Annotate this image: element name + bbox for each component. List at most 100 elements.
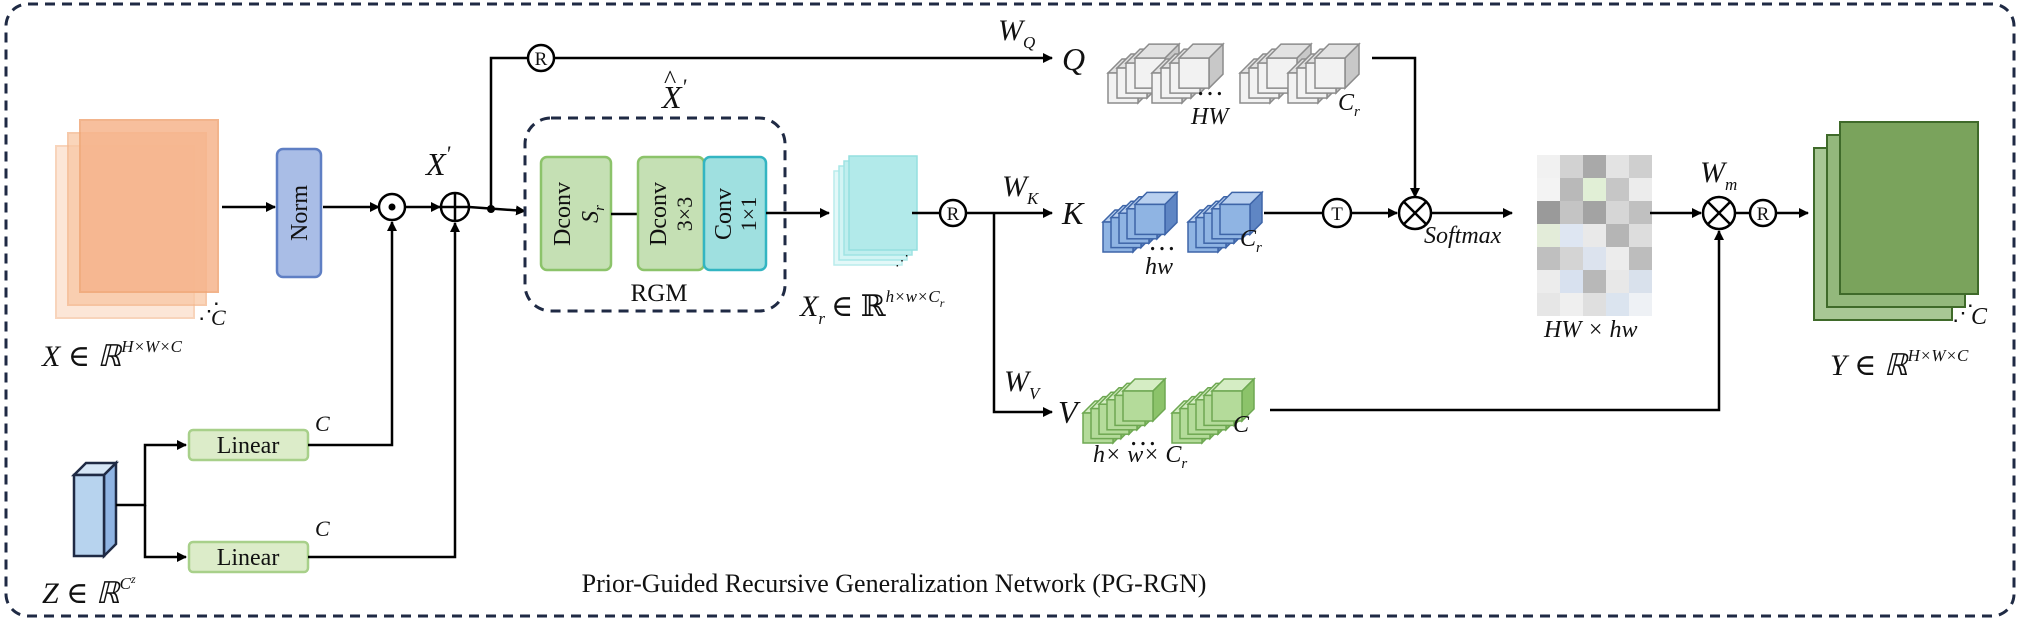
attention-cell <box>1583 224 1606 247</box>
linear-2-label: Linear <box>217 545 280 571</box>
attention-cell <box>1606 270 1629 293</box>
attention-cell <box>1629 293 1652 316</box>
dconv-2-label: Dconv <box>646 182 672 246</box>
route-linear1-dot <box>308 221 397 447</box>
dconv-1-label: Dconv <box>550 182 576 246</box>
v-cube <box>1121 377 1167 423</box>
attention-cell <box>1583 293 1606 316</box>
attention-cell <box>1537 293 1560 316</box>
attention-cell <box>1606 293 1629 316</box>
attention-cell <box>1560 201 1583 224</box>
route-split-v <box>992 213 1053 417</box>
q-dim-left: HW <box>1190 104 1230 130</box>
norm-block <box>275 147 323 279</box>
attention-cell <box>1606 178 1629 201</box>
attention-cell <box>1606 224 1629 247</box>
attention-cell <box>1629 155 1652 178</box>
x-hat-label: X' <box>660 74 687 115</box>
r-badge-top: R <box>526 43 556 73</box>
z-input-label: Z ∈ ℝCz <box>42 572 136 610</box>
svg-text:⋰: ⋰ <box>1952 300 1974 325</box>
svg-text:R: R <box>1757 204 1770 225</box>
svg-text:R: R <box>947 204 960 225</box>
attention-cell <box>1606 155 1629 178</box>
v-dim-left: h× w× Cr <box>1093 442 1187 472</box>
attention-cell <box>1560 178 1583 201</box>
v-ellipsis: … <box>1129 421 1157 452</box>
v-dim-right: C <box>1233 412 1250 438</box>
x-hat-accent: ^ <box>664 65 676 94</box>
svg-text:R: R <box>535 49 548 70</box>
route-linear2-plus <box>308 222 460 559</box>
q-label: Q <box>1062 41 1085 77</box>
v-token-cubes <box>1081 377 1256 445</box>
rgm-frame <box>523 116 787 313</box>
c-label-lin1: C <box>315 411 330 436</box>
input-dots: ⋰ <box>198 298 220 323</box>
multiply-operator-qk <box>1397 195 1433 231</box>
route-v-multiply <box>1270 230 1724 412</box>
route-q-multiply <box>1372 56 1420 198</box>
attention-cell <box>1606 247 1629 270</box>
dconv-2-sub: 3×3 <box>672 197 697 231</box>
q-cube <box>1177 42 1225 90</box>
x-prime-label: X' <box>424 141 451 182</box>
c-label-x: C <box>211 305 226 330</box>
k-label: K <box>1061 195 1085 231</box>
attention-cell <box>1629 178 1652 201</box>
k-ellipsis: … <box>1148 226 1176 257</box>
attention-cell <box>1560 270 1583 293</box>
attention-cell <box>1629 247 1652 270</box>
softmax-label: Softmax <box>1424 223 1502 249</box>
attention-cell <box>1606 201 1629 224</box>
k-cube <box>1218 190 1264 237</box>
route-z-split <box>116 440 187 507</box>
attention-cell <box>1560 224 1583 247</box>
arrow-plus-rgm <box>468 205 526 216</box>
outer-frame <box>4 2 2016 618</box>
output-feature-stack: ⋰ <box>1813 121 1979 325</box>
y-output-label: Y ∈ ℝH×W×C <box>1830 346 1969 382</box>
r-badge-out: R <box>1748 198 1778 228</box>
attention-cell <box>1583 155 1606 178</box>
conv-sub: 1×1 <box>736 197 761 231</box>
route-branch-q <box>489 56 527 209</box>
attention-map <box>1537 155 1652 316</box>
linear-1-label: Linear <box>217 433 280 459</box>
dot-operator <box>377 192 407 222</box>
attention-cell <box>1583 201 1606 224</box>
attention-cell <box>1629 270 1652 293</box>
q-ellipsis: … <box>1196 71 1224 102</box>
attention-cell <box>1629 224 1652 247</box>
v-cube <box>1210 377 1256 423</box>
attention-cell <box>1560 293 1583 316</box>
attention-cell <box>1537 155 1560 178</box>
attention-cell <box>1537 247 1560 270</box>
k-dim-right: Cr <box>1240 226 1262 256</box>
r-badge-mid: R <box>938 198 968 228</box>
diagram-caption: Prior-Guided Recursive Generalization Ne… <box>582 569 1207 598</box>
dconv-1-sub: Sr <box>578 205 608 223</box>
xr-label: Xr∈ ℝh×w×Cr <box>799 287 945 328</box>
norm-label: Norm <box>287 185 313 241</box>
t-badge: T <box>1321 197 1353 229</box>
wv-label: WV <box>1004 365 1042 403</box>
v-label: V <box>1058 394 1081 430</box>
input-feature-stack: ⋰ <box>55 119 220 323</box>
k-token-cubes <box>1101 190 1264 254</box>
q-dim-right: Cr <box>1338 90 1360 120</box>
k-dim-left: hw <box>1145 254 1173 280</box>
svg-text:⋰: ⋰ <box>895 254 909 269</box>
svg-text:T: T <box>1331 204 1343 225</box>
multiply-operator-out <box>1701 195 1737 231</box>
attention-cell <box>1583 247 1606 270</box>
plus-operator <box>439 191 471 223</box>
xr-feature-stack: ⋰ <box>833 155 918 269</box>
q-cube <box>1313 42 1361 90</box>
attn-dim-label: HW × hw <box>1543 317 1638 343</box>
x-input-label: X ∈ ℝH×W×C <box>41 337 183 373</box>
c-label-y: C <box>1971 304 1988 330</box>
wm-label: Wm <box>1700 156 1737 194</box>
conv-label: Conv <box>711 188 737 240</box>
